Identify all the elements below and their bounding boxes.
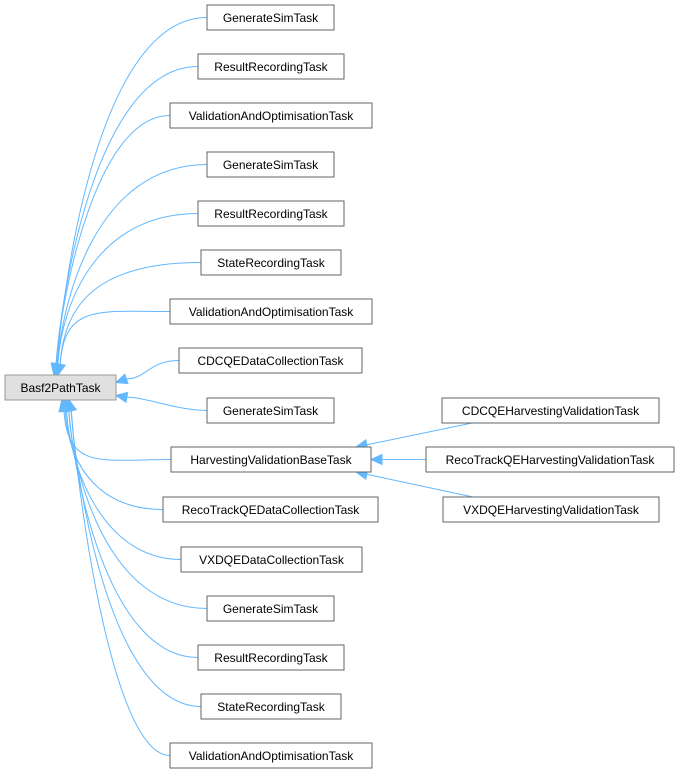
inheritance-arrowhead-icon (369, 453, 383, 466)
node-label: HarvestingValidationBaseTask (190, 453, 352, 467)
edge-line (59, 262, 202, 365)
edge-line (366, 473, 474, 498)
node-label: ValidationAndOptimisationTask (189, 749, 355, 763)
node-label: GenerateSimTask (223, 602, 319, 616)
node-label: GenerateSimTask (223, 404, 319, 418)
edge-line (68, 410, 199, 658)
node-label: GenerateSimTask (223, 158, 319, 172)
node-label: ResultRecordingTask (214, 207, 328, 221)
node-resultrecordingtask[interactable]: ResultRecordingTask (197, 200, 345, 227)
edge-line (366, 422, 473, 446)
node-vxdqeharvestingvalidationtask[interactable]: VXDQEHarvestingValidationTask (442, 496, 660, 523)
node-cdcqeharvestingvalidationtask[interactable]: CDCQEHarvestingValidationTask (441, 397, 660, 424)
edge-line (64, 410, 164, 510)
node-validationandoptimisationtask[interactable]: ValidationAndOptimisationTask (169, 102, 373, 129)
inheritance-arrowhead-icon (65, 398, 78, 413)
node-generatesimtask[interactable]: GenerateSimTask (206, 151, 335, 178)
node-validationandoptimisationtask[interactable]: ValidationAndOptimisationTask (169, 298, 373, 325)
node-harvestingvalidationbasetask[interactable]: HarvestingValidationBaseTask (170, 446, 372, 473)
edges (50, 17, 474, 756)
edge-c3-to-root (52, 164, 208, 377)
edge-line (63, 410, 172, 461)
edge-line (65, 410, 182, 560)
node-label: StateRecordingTask (217, 700, 325, 714)
node-staterecordingtask[interactable]: StateRecordingTask (200, 693, 342, 720)
node-staterecordingtask[interactable]: StateRecordingTask (200, 249, 342, 276)
node-label: StateRecordingTask (217, 256, 325, 270)
node-label: ResultRecordingTask (214, 651, 328, 665)
node-cdcqedatacollectiontask[interactable]: CDCQEDataCollectionTask (178, 347, 363, 374)
edge-line (59, 310, 171, 365)
edge-g2-to-harvesting (354, 468, 474, 498)
edge-c8-to-root (114, 391, 208, 411)
node-label: ValidationAndOptimisationTask (189, 305, 355, 319)
node-generatesimtask[interactable]: GenerateSimTask (206, 595, 335, 622)
node-generatesimtask[interactable]: GenerateSimTask (206, 4, 335, 31)
node-validationandoptimisationtask[interactable]: ValidationAndOptimisationTask (169, 742, 373, 769)
node-label: CDCQEHarvestingValidationTask (462, 404, 640, 418)
edge-line (70, 410, 171, 756)
node-generatesimtask[interactable]: GenerateSimTask (206, 397, 335, 424)
nodes: Basf2PathTask GenerateSimTask ResultReco… (4, 4, 675, 769)
node-label: GenerateSimTask (223, 11, 319, 25)
node-resultrecordingtask[interactable]: ResultRecordingTask (197, 644, 345, 671)
edge-g0-to-harvesting (354, 422, 473, 451)
inheritance-arrowhead-icon (54, 362, 67, 377)
node-resultrecordingtask[interactable]: ResultRecordingTask (197, 53, 345, 80)
node-label: VXDQEHarvestingValidationTask (463, 503, 640, 517)
inheritance-arrowhead-icon (114, 391, 129, 404)
node-recotrackqeharvestingvalidationtask[interactable]: RecoTrackQEHarvestingValidationTask (425, 446, 675, 473)
node-label: ValidationAndOptimisationTask (189, 109, 355, 123)
node-basf2pathtask[interactable]: Basf2PathTask (4, 374, 117, 401)
edge-line (57, 164, 208, 365)
node-label: RecoTrackQEHarvestingValidationTask (446, 453, 656, 467)
edge-c15-to-root (65, 398, 171, 756)
edge-c6-to-root (54, 310, 171, 377)
node-label: Basf2PathTask (20, 381, 101, 395)
edge-line (57, 213, 199, 365)
inheritance-arrowhead-icon (114, 373, 129, 385)
edge-g1-to-harvesting (369, 453, 426, 466)
node-label: CDCQEDataCollectionTask (197, 354, 344, 368)
edge-line (126, 396, 208, 411)
edge-c7-to-root (114, 360, 180, 385)
node-vxdqedatacollectiontask[interactable]: VXDQEDataCollectionTask (180, 546, 363, 573)
node-label: RecoTrackQEDataCollectionTask (182, 503, 361, 517)
edge-c2-to-root (50, 115, 171, 377)
edge-line (55, 115, 171, 365)
node-label: VXDQEDataCollectionTask (199, 553, 345, 567)
edge-c13-to-root (63, 398, 199, 658)
node-label: ResultRecordingTask (214, 60, 328, 74)
edge-line (126, 360, 180, 380)
node-recotrackqedatacollectiontask[interactable]: RecoTrackQEDataCollectionTask (162, 496, 379, 523)
